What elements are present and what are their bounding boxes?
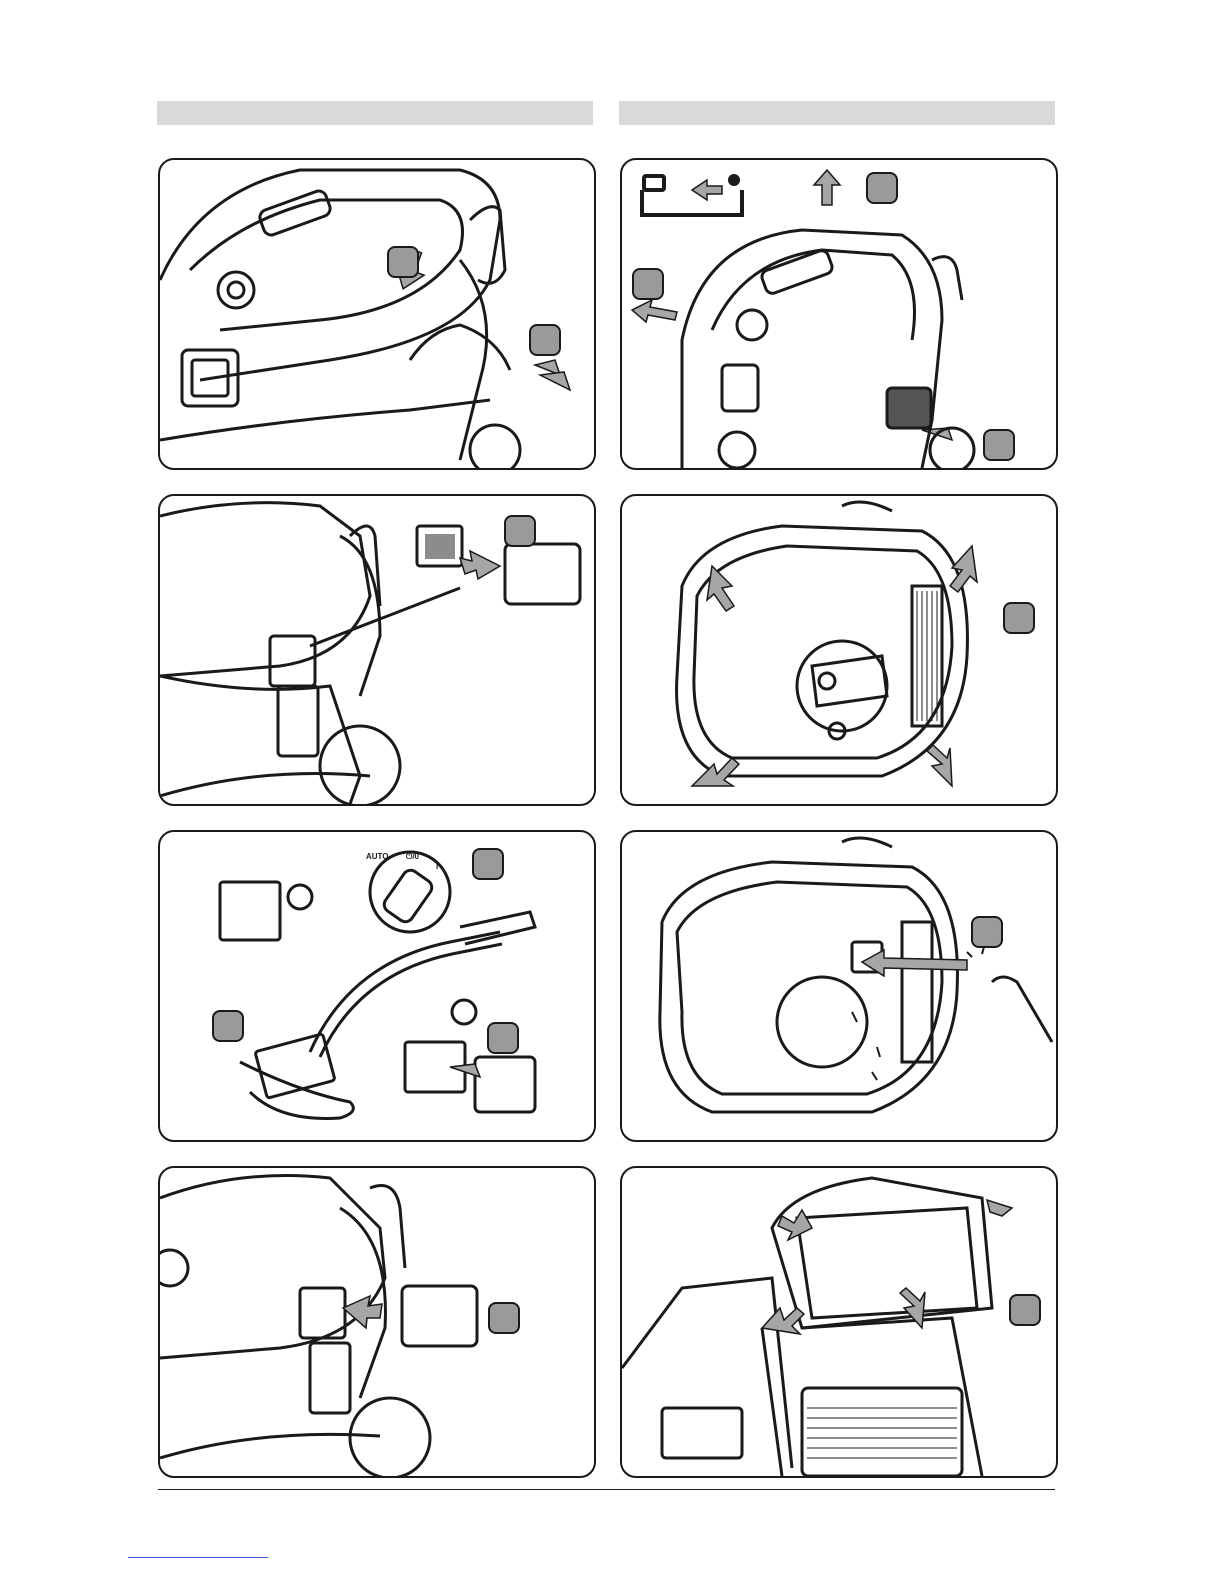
footer-rule	[158, 1489, 1055, 1490]
step-badge-2	[529, 324, 561, 356]
footer-link-line[interactable]	[128, 1557, 268, 1558]
step-badge-7	[488, 1302, 520, 1334]
insert-filter-illustration	[622, 1168, 1056, 1476]
right-column-header-bar	[619, 101, 1055, 125]
step-badge-5	[212, 1010, 244, 1042]
vacuum-top-illustration	[160, 160, 594, 468]
unplug-illustration	[622, 160, 1056, 468]
panel-reinsert-filter-cover	[158, 1166, 596, 1478]
panel-unplug-and-open-unit	[620, 158, 1058, 470]
dial-auto-label: AUTO	[366, 852, 389, 861]
step-badge-12	[971, 916, 1003, 948]
panel-remove-filter-cover	[158, 158, 596, 470]
unplug-icon	[642, 176, 742, 215]
step-badge-1	[387, 246, 419, 278]
filter-cleaning-illustration	[160, 832, 594, 1140]
step-badge-9	[632, 268, 664, 300]
cover-reinsert-illustration	[160, 1168, 594, 1476]
panel-remove-main-filter	[620, 494, 1058, 806]
step-badge-8	[866, 172, 898, 204]
step-badge-13	[1009, 1294, 1041, 1326]
dial-power-label: ⏻/0	[406, 852, 419, 862]
open-unit-illustration	[622, 496, 1056, 804]
smile-face-icon	[452, 1000, 476, 1024]
tap-filter-illustration	[622, 832, 1056, 1140]
step-badge-11	[1003, 602, 1035, 634]
step-badge-6	[487, 1022, 519, 1054]
sad-face-icon	[288, 885, 312, 909]
panel-insert-main-filter	[620, 1166, 1058, 1478]
step-badge-3	[504, 515, 536, 547]
dial-on-label: I	[436, 862, 438, 871]
panel-take-out-foam-filter	[158, 494, 596, 806]
panel-clean-foam-filter: AUTO ⏻/0 I	[158, 830, 596, 1142]
panel-clean-filter-chamber	[620, 830, 1058, 1142]
step-badge-10	[983, 429, 1015, 461]
step-badge-4	[472, 848, 504, 880]
left-column-header-bar	[157, 101, 593, 125]
